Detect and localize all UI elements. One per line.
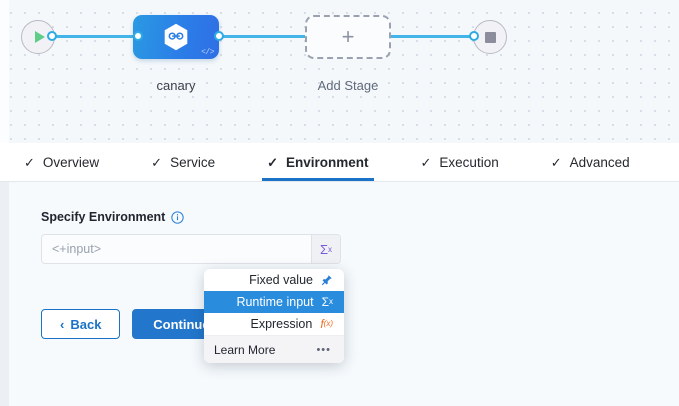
tab-label: Advanced — [569, 154, 630, 170]
step-tabbar: ✓ Overview ✓ Service ✓ Environment ✓ Exe… — [0, 143, 679, 182]
check-icon: ✓ — [550, 154, 562, 170]
canvas-left-gutter — [0, 0, 9, 143]
specify-environment-label-row: Specify Environment — [41, 210, 185, 224]
pipeline-edge-canary-to-addstage — [218, 35, 310, 38]
tab-service[interactable]: ✓ Service — [151, 143, 215, 181]
stage-input-port[interactable] — [133, 31, 143, 41]
stage-node-canary[interactable]: </> — [133, 15, 219, 59]
check-icon: ✓ — [24, 154, 35, 170]
pin-icon — [321, 274, 333, 286]
content-left-gutter — [0, 182, 9, 406]
environment-form-panel: Specify Environment Σx ‹ Back Continue — [0, 182, 679, 406]
check-icon: ✓ — [151, 154, 163, 170]
stage-output-port[interactable] — [214, 31, 224, 41]
specify-environment-input-wrap[interactable]: Σx — [41, 234, 341, 264]
tab-advanced[interactable]: ✓ Advanced — [551, 143, 630, 181]
pipeline-edge-addstage-to-end — [388, 35, 480, 38]
dropdown-item-expression[interactable]: Expression f(x) — [204, 313, 344, 335]
continue-button-label: Continue — [153, 316, 210, 332]
learn-more-link[interactable]: Learn More — [214, 342, 276, 357]
tab-overview[interactable]: ✓ Overview — [24, 143, 99, 181]
tab-label: Execution — [439, 154, 499, 170]
add-stage-button[interactable]: + — [305, 15, 391, 59]
ellipsis-icon[interactable]: ••• — [316, 343, 331, 356]
pipeline-edge-start-to-canary — [46, 35, 138, 38]
pipeline-canvas[interactable]: </> + canary Add Stage — [0, 0, 679, 143]
tab-label: Overview — [42, 154, 100, 170]
info-icon[interactable] — [171, 210, 185, 224]
tab-environment[interactable]: ✓ Environment — [262, 143, 374, 181]
dropdown-item-fixed-value[interactable]: Fixed value — [204, 269, 344, 291]
check-icon: ✓ — [420, 154, 432, 170]
dropdown-item-label: Runtime input — [236, 295, 314, 309]
back-button-label: Back — [70, 316, 102, 332]
dropdown-item-label: Expression — [250, 317, 313, 331]
harness-hexagon-icon — [164, 23, 188, 51]
stage-label-canary: canary — [156, 78, 196, 93]
stop-icon — [485, 32, 496, 43]
dropdown-footer[interactable]: Learn More ••• — [204, 335, 344, 363]
fx-icon: f(x) — [320, 317, 333, 331]
tab-label: Environment — [286, 154, 369, 170]
tab-execution[interactable]: ✓ Execution — [421, 143, 499, 181]
dropdown-item-label: Fixed value — [249, 273, 313, 287]
specify-environment-input[interactable] — [42, 235, 311, 263]
play-icon — [35, 31, 45, 43]
form-actions: ‹ Back Continue — [41, 309, 231, 339]
chevron-left-icon: ‹ — [60, 316, 65, 332]
page-title: Specify Environment — [41, 210, 166, 224]
plus-icon: + — [341, 24, 355, 49]
add-stage-label: Add Stage — [317, 78, 379, 93]
end-node-port[interactable] — [469, 31, 479, 41]
back-button[interactable]: ‹ Back — [41, 309, 121, 339]
stage-code-badge[interactable]: </> — [201, 48, 214, 57]
start-node-port[interactable] — [47, 31, 57, 41]
tab-label: Service — [170, 154, 216, 170]
check-icon: ✓ — [267, 154, 278, 170]
